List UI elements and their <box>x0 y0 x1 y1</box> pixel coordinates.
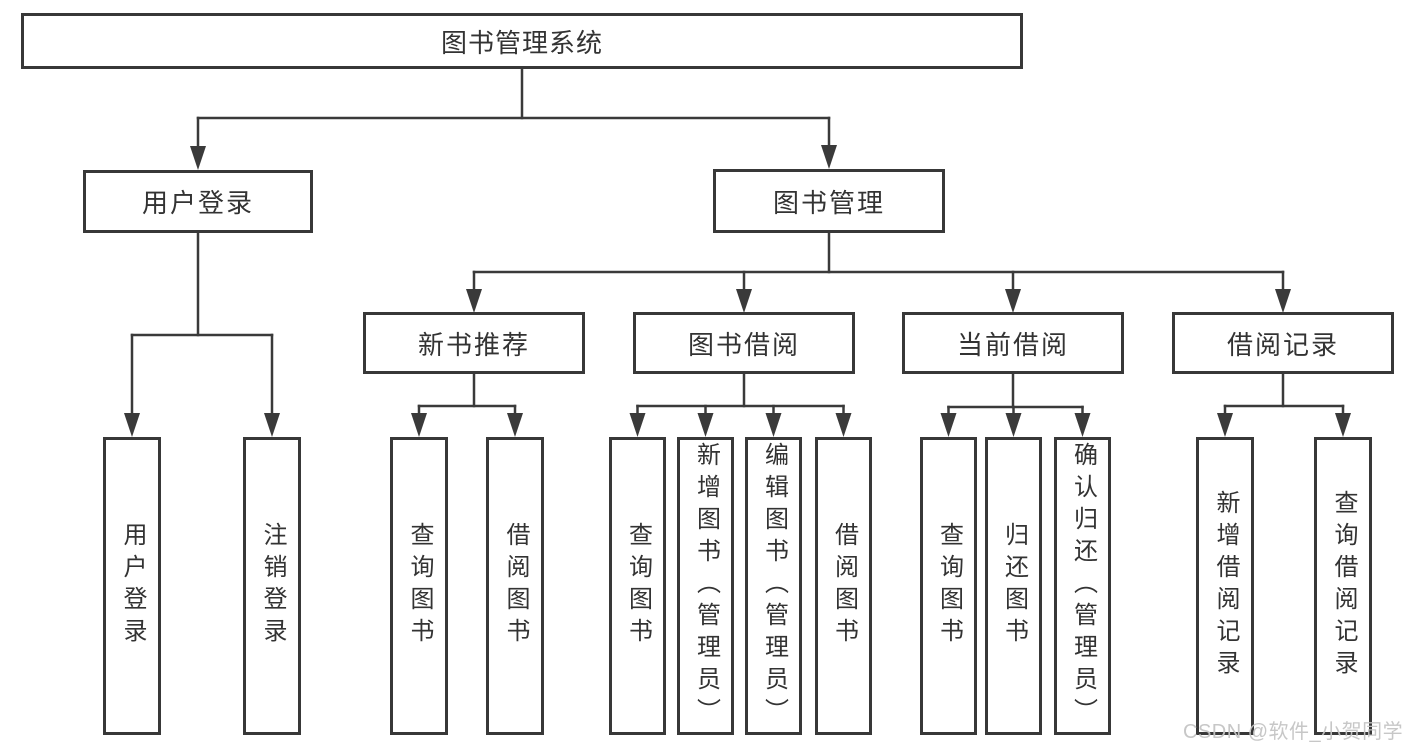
leaf-user-login-label: 用户登录 <box>119 522 146 650</box>
connector-user-login-to-leaves <box>124 231 280 437</box>
node-book-management: 图书管理 <box>713 169 945 233</box>
leaf-user-login: 用户登录 <box>103 437 161 735</box>
connector-current-borrowing-to-leaves <box>940 372 1091 437</box>
leaf-query-books-current-label: 查询图书 <box>935 522 963 650</box>
leaf-query-books-borrowing: 查询图书 <box>609 437 666 735</box>
leaf-borrow-books-recommend-label: 借阅图书 <box>502 522 529 650</box>
leaf-logout-label: 注销登录 <box>259 522 286 650</box>
connector-root-to-level2 <box>190 67 837 170</box>
leaf-add-borrow-record: 新增借阅记录 <box>1196 437 1254 735</box>
node-new-book-recommend: 新书推荐 <box>363 312 585 374</box>
leaf-query-borrow-record-label: 查询借阅记录 <box>1330 490 1357 682</box>
leaf-logout: 注销登录 <box>243 437 301 735</box>
leaf-query-borrow-record: 查询借阅记录 <box>1314 437 1372 735</box>
node-current-borrowing-label: 当前借阅 <box>956 329 1069 360</box>
node-user-login: 用户登录 <box>83 170 313 233</box>
leaf-query-books-current: 查询图书 <box>920 437 977 735</box>
node-new-book-recommend-label: 新书推荐 <box>417 329 530 360</box>
node-borrowing-records-label: 借阅记录 <box>1226 329 1339 360</box>
leaf-query-books-borrowing-label: 查询图书 <box>624 522 652 650</box>
leaf-confirm-return-admin-label: 确认归还（管理员） <box>1069 442 1097 730</box>
leaf-borrow-books-recommend: 借阅图书 <box>486 437 544 735</box>
leaf-query-books-recommend: 查询图书 <box>390 437 448 735</box>
leaf-add-books-admin-label: 新增图书（管理员） <box>692 442 720 730</box>
connector-borrowing-records-to-leaves <box>1217 372 1351 437</box>
leaf-edit-books-admin-label: 编辑图书（管理员） <box>760 442 788 730</box>
node-borrowing-records: 借阅记录 <box>1172 312 1394 374</box>
leaf-confirm-return-admin: 确认归还（管理员） <box>1054 437 1111 735</box>
node-root: 图书管理系统 <box>21 13 1023 69</box>
node-book-borrowing-label: 图书借阅 <box>687 329 800 360</box>
node-user-login-label: 用户登录 <box>141 188 254 218</box>
connector-new-book-recommend-to-leaves <box>411 372 523 437</box>
connector-book-borrowing-to-leaves <box>629 372 852 437</box>
leaf-add-books-admin: 新增图书（管理员） <box>677 437 734 735</box>
leaf-edit-books-admin: 编辑图书（管理员） <box>745 437 802 735</box>
leaf-return-books-label: 归还图书 <box>1000 522 1028 650</box>
leaf-add-borrow-record-label: 新增借阅记录 <box>1212 490 1239 682</box>
leaf-borrow-books-borrowing: 借阅图书 <box>815 437 872 735</box>
node-book-borrowing: 图书借阅 <box>633 312 855 374</box>
leaf-query-books-recommend-label: 查询图书 <box>406 522 433 650</box>
leaf-borrow-books-borrowing-label: 借阅图书 <box>830 522 858 650</box>
node-book-management-label: 图书管理 <box>772 187 885 218</box>
node-current-borrowing: 当前借阅 <box>902 312 1124 374</box>
node-root-label: 图书管理系统 <box>440 27 603 58</box>
leaf-return-books: 归还图书 <box>985 437 1042 735</box>
csdn-watermark: CSDN @软件_小贺同学 <box>1183 721 1404 743</box>
connector-book-management-to-level3 <box>466 231 1291 313</box>
